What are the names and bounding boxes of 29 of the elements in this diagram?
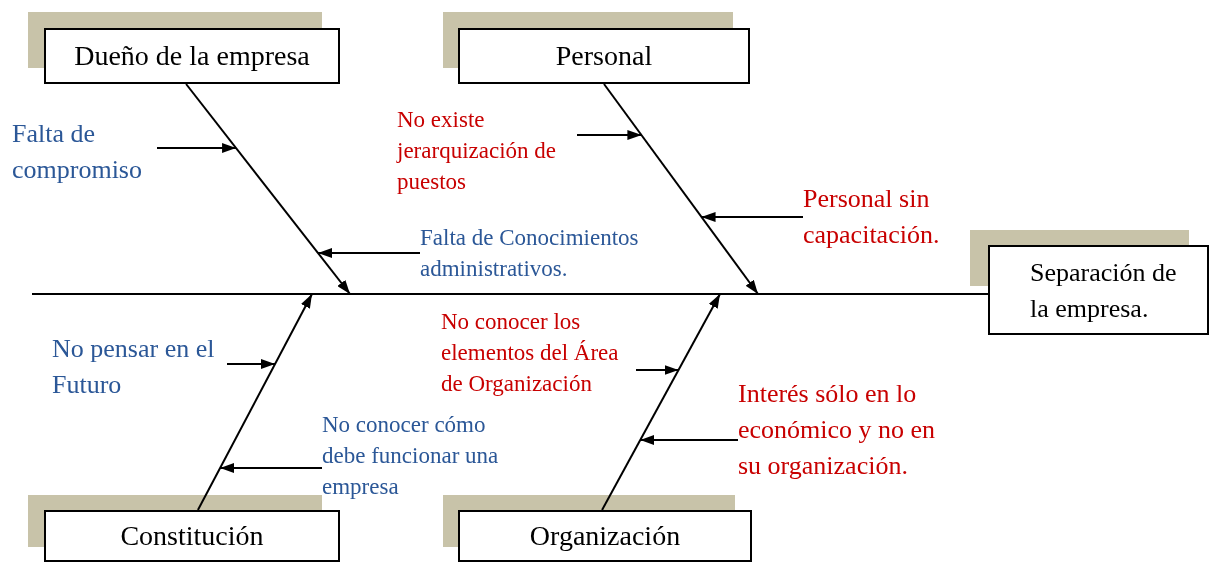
category-box <box>44 28 340 84</box>
category-label: Dueño de la empresa <box>74 40 310 72</box>
cause-text: No conocer los elementos del Área de Organización <box>441 306 636 399</box>
category-box <box>458 510 752 562</box>
effect-label: Separación de la empresa. <box>1030 257 1178 325</box>
cause-text: No pensar en el Futuro <box>52 331 227 403</box>
arrow <box>156 143 238 153</box>
cause-text: No existe jerarquización de puestos <box>397 104 577 197</box>
arrow <box>226 359 277 369</box>
cause-text: Falta de compromiso <box>12 116 157 188</box>
arrow <box>576 130 643 140</box>
effect-box <box>988 245 1209 335</box>
arrow <box>700 212 804 222</box>
category-label: Personal <box>555 40 653 72</box>
arrow <box>603 83 759 295</box>
arrow <box>317 248 421 258</box>
arrow <box>639 435 739 445</box>
category-label: Organización <box>529 520 681 552</box>
spine-line <box>31 293 989 295</box>
cause-text: Personal sin capacitación. <box>803 181 953 253</box>
cause-text: Falta de Conocimientos administrativos. <box>420 222 655 284</box>
category-box <box>458 28 750 84</box>
cause-text: No conocer cómo debe funcionar una empresa <box>322 409 514 502</box>
category-label: Constitución <box>120 520 264 552</box>
cause-text: Interés sólo en lo económico y no en su organización. <box>738 376 950 484</box>
arrow <box>635 365 680 375</box>
category-box <box>44 510 340 562</box>
arrow <box>219 463 323 473</box>
arrow <box>185 83 351 295</box>
